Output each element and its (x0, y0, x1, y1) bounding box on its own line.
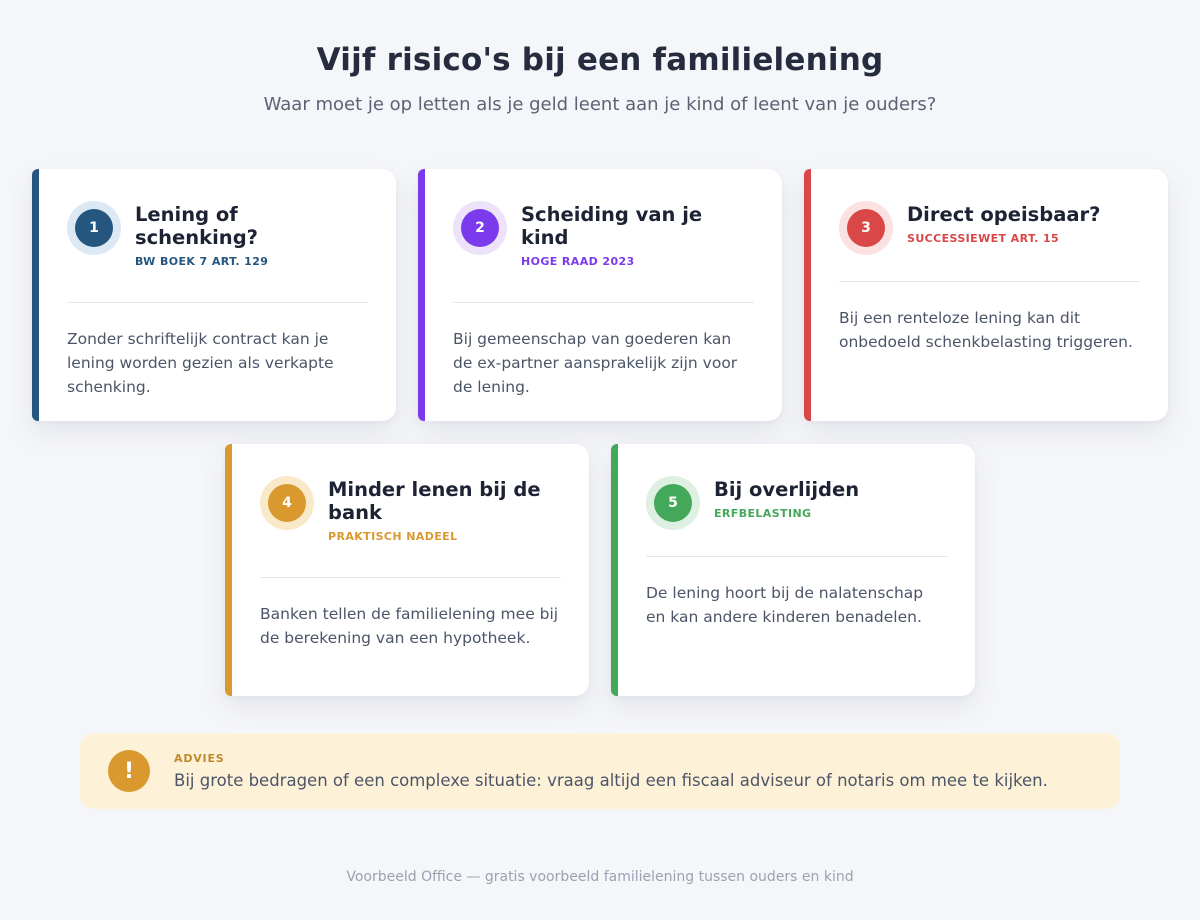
card-heading-text: Scheiding van je kind HOGE RAAD 2023 (521, 201, 752, 268)
risk-card-reference: SUCCESSIEWET ART. 15 (907, 232, 1060, 245)
exclamation-icon: ! (108, 750, 150, 792)
risk-card-title: Direct opeisbaar? (907, 203, 1101, 226)
card-heading-text: Bij overlijden ERFBELASTING (714, 476, 859, 520)
number-badge: 3 (847, 209, 885, 247)
card-row-top: 1 Lening of schenking? BW BOEK 7 ART. 12… (0, 169, 1200, 421)
card-header: 1 Lening of schenking? BW BOEK 7 ART. 12… (39, 169, 396, 268)
risk-card-title: Bij overlijden (714, 478, 860, 501)
risk-card-description: Banken tellen de familielening mee bij d… (260, 605, 559, 648)
risk-card-1: 1 Lening of schenking? BW BOEK 7 ART. 12… (32, 169, 396, 421)
risk-card-4: 4 Minder lenen bij de bank PRAKTISCH NAD… (225, 444, 589, 696)
risk-card-reference: BW BOEK 7 ART. 129 (135, 255, 269, 268)
card-heading-text: Direct opeisbaar? SUCCESSIEWET ART. 15 (907, 201, 1100, 245)
divider (67, 302, 368, 303)
card-header: 5 Bij overlijden ERFBELASTING (618, 444, 975, 522)
risk-card-description: Zonder schriftelijk contract kan je leni… (67, 330, 334, 397)
risk-number: 2 (475, 220, 485, 236)
advice-banner: ! ADVIES Bij grote bedragen of een compl… (80, 733, 1120, 809)
risk-card-reference: PRAKTISCH NADEEL (328, 530, 458, 543)
footer-text: Voorbeeld Office — gratis voorbeeld fami… (346, 869, 854, 885)
page-title: Vijf risico's bij een familielening (316, 42, 884, 78)
risk-card-title: Scheiding van je kind (521, 203, 703, 249)
advice-text: Bij grote bedragen of een complexe situa… (174, 771, 1048, 790)
footer: Voorbeeld Office — gratis voorbeeld fami… (0, 869, 1200, 885)
risk-card-reference: ERFBELASTING (714, 507, 812, 520)
number-badge: 5 (654, 484, 692, 522)
number-badge: 4 (268, 484, 306, 522)
divider (839, 281, 1140, 282)
divider (260, 577, 561, 578)
risk-card-3: 3 Direct opeisbaar? SUCCESSIEWET ART. 15… (804, 169, 1168, 421)
divider (646, 556, 947, 557)
risk-card-title: Lening of schenking? (135, 203, 258, 249)
risk-card-description: Bij een renteloze lening kan dit onbedoe… (839, 309, 1133, 352)
risk-number: 3 (861, 220, 871, 236)
card-row-bottom: 4 Minder lenen bij de bank PRAKTISCH NAD… (0, 444, 1200, 696)
advice-content: ADVIES Bij grote bedragen of een complex… (174, 752, 1048, 790)
divider (453, 302, 754, 303)
risk-number: 5 (668, 495, 678, 511)
risk-card-description: Bij gemeenschap van goederen kan de ex-p… (453, 330, 738, 397)
page-subtitle: Waar moet je op letten als je geld leent… (263, 94, 937, 115)
card-heading-text: Minder lenen bij de bank PRAKTISCH NADEE… (328, 476, 559, 543)
risk-card-reference: HOGE RAAD 2023 (521, 255, 635, 268)
risk-card-2: 2 Scheiding van je kind HOGE RAAD 2023 B… (418, 169, 782, 421)
card-header: 3 Direct opeisbaar? SUCCESSIEWET ART. 15 (811, 169, 1168, 247)
risk-card-title: Minder lenen bij de bank (328, 478, 541, 524)
card-header: 4 Minder lenen bij de bank PRAKTISCH NAD… (232, 444, 589, 543)
card-heading-text: Lening of schenking? BW BOEK 7 ART. 129 (135, 201, 366, 268)
risk-number: 4 (282, 495, 292, 511)
card-header: 2 Scheiding van je kind HOGE RAAD 2023 (425, 169, 782, 268)
risk-number: 1 (89, 220, 99, 236)
risk-card-description: De lening hoort bij de nalatenschap en k… (646, 584, 924, 627)
number-badge: 1 (75, 209, 113, 247)
number-badge: 2 (461, 209, 499, 247)
advice-label: ADVIES (174, 752, 225, 765)
risk-card-5: 5 Bij overlijden ERFBELASTING De lening … (611, 444, 975, 696)
